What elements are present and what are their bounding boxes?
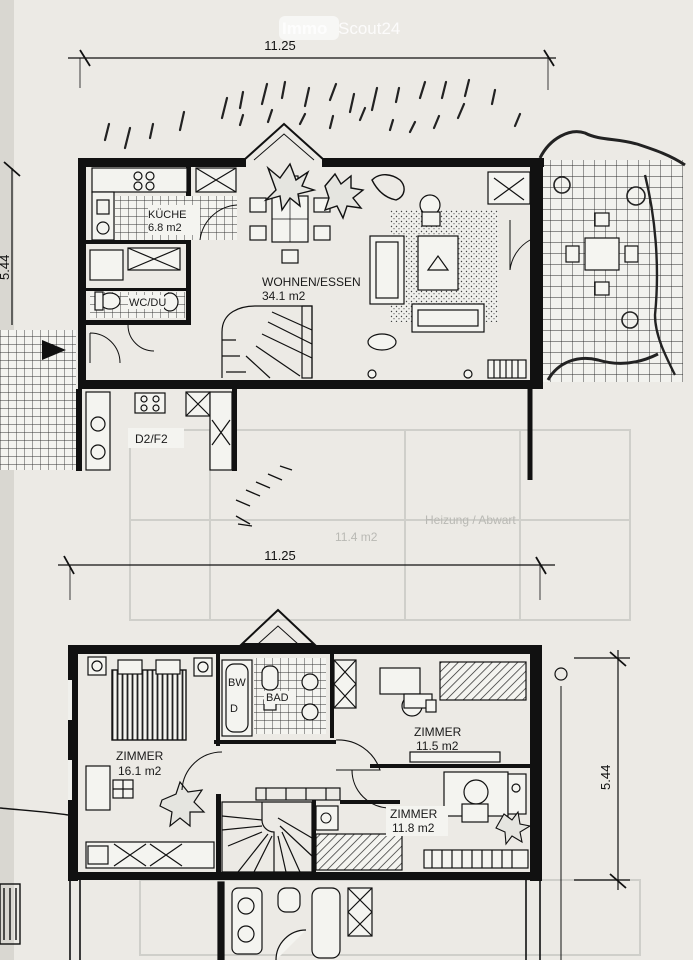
cabinet (315, 805, 339, 831)
bedroom-11-8-area: 11.8 m2 (392, 821, 435, 835)
shower-label: D (230, 703, 238, 715)
outdoor-steps (235, 465, 293, 527)
kitchen-counter (91, 167, 237, 241)
bedroom-11-5-area: 11.5 m2 (416, 739, 459, 753)
svg-text:Scout24: Scout24 (338, 19, 400, 38)
single-bed (315, 833, 403, 871)
living-dining-area: 34.1 m2 (262, 289, 306, 303)
fireplace (487, 171, 531, 205)
neighbor-kitchen (85, 391, 233, 471)
bedroom-plant (159, 780, 206, 828)
bedroom-16-area: 16.1 m2 (118, 764, 162, 778)
garden-hedge (103, 78, 522, 150)
bathtub-label: BW (228, 677, 246, 689)
kitchen-area: 6.8 m2 (148, 222, 182, 234)
ground-width-dimension (68, 49, 556, 90)
entrance-arrow (42, 340, 66, 360)
bathroom-fixtures (221, 659, 357, 737)
upper-floor-staircase (221, 787, 341, 873)
terrace-door (509, 220, 531, 271)
upper-floor-plan: 11.25 5.44 (0, 548, 630, 960)
ground-depth-label: 5.44 (0, 255, 12, 280)
bedroom-11-8-label: ZIMMER (390, 807, 438, 821)
show-through-area: 11.4 m2 (335, 530, 378, 544)
side-table (367, 333, 397, 351)
show-through-plan (129, 429, 641, 956)
plant-decoration (263, 162, 405, 220)
bedroom-bottom-right-furniture (423, 771, 529, 869)
bedroom-top-right-furniture (379, 661, 527, 763)
ground-depth-dimension (3, 161, 21, 325)
ground-floor-walls (78, 158, 544, 389)
bath-label: BAD (266, 692, 289, 704)
neighbor-label: D2/F2 (135, 432, 168, 446)
entrance-tiling (0, 330, 76, 470)
upper-depth-label: 5.44 (598, 765, 613, 790)
upper-width-label: 11.25 (264, 548, 296, 563)
terrace-plants (538, 130, 686, 381)
kitchen-label: KÜCHE (148, 209, 187, 221)
immoscout-watermark: Immo Scout24 (279, 16, 400, 40)
terrace (543, 160, 683, 382)
roof-gable (243, 122, 325, 161)
ground-width-label: 11.25 (264, 38, 296, 53)
living-sofa-set (369, 194, 485, 333)
terrace-table-set (565, 212, 639, 296)
bedroom-left-furniture (85, 656, 215, 869)
neighbor-unit (76, 389, 237, 471)
upper-neighbor-unit (217, 881, 373, 960)
entrance-door (89, 332, 121, 364)
ground-floor-staircase (221, 305, 313, 379)
living-dining-label: WOHNEN/ESSEN (262, 275, 361, 289)
hall-doors (181, 739, 391, 809)
ground-floor-plan: 11.25 5.44 (0, 38, 686, 527)
show-through-label: Heizung / Abwart (425, 513, 516, 527)
double-bed (111, 669, 187, 741)
wc-label: WC/DU (129, 297, 166, 309)
bedroom-bottom-right-plant (495, 810, 532, 846)
radiators (367, 359, 527, 379)
bedroom-16-label: ZIMMER (116, 749, 164, 763)
upper-width-dimension (58, 555, 555, 600)
upper-roof-gable (239, 608, 317, 645)
upper-depth-dimension (574, 650, 630, 890)
stair-railing-left (0, 807, 69, 945)
bedroom-11-5-label: ZIMMER (414, 725, 462, 739)
svg-text:Immo: Immo (282, 19, 327, 38)
